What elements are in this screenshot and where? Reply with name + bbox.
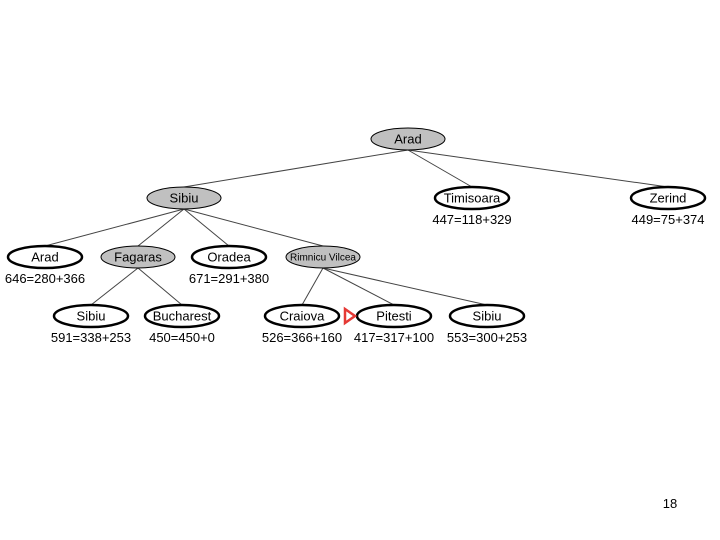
node-ellipse (263, 303, 341, 329)
node-sibiu2: Sibiu (52, 303, 130, 329)
node-arad2: Arad (6, 244, 84, 270)
node-label: Oradea (207, 250, 251, 265)
node-label: Arad (394, 132, 421, 147)
node-fagaras: Fagaras (100, 245, 176, 269)
node-ellipse (190, 244, 268, 270)
node-cost-pitesti: 417=317+100 (354, 330, 434, 345)
selection-arrow-icon (343, 306, 358, 326)
node-cost-craiova: 526=366+160 (262, 330, 342, 345)
node-cost-timisoara: 447=118+329 (432, 212, 511, 227)
node-label: Sibiu (473, 309, 502, 324)
node-label: Zerind (650, 191, 687, 206)
node-rimnicu: Rimnicu Vilcea (285, 245, 361, 269)
node-ellipse (433, 185, 511, 211)
edge-arad_root-sibiu (183, 149, 409, 188)
node-arad_root: Arad (370, 127, 446, 151)
tree-edges (44, 149, 669, 306)
edge-sibiu-oradea (183, 208, 230, 247)
node-label: Timisoara (444, 191, 501, 206)
node-craiova: Craiova (263, 303, 341, 329)
node-oradea: Oradea (190, 244, 268, 270)
node-cost-zerind: 449=75+374 (631, 212, 704, 227)
node-cost-sibiu2: 591=338+253 (51, 330, 131, 345)
node-label: Pitesti (376, 309, 412, 324)
node-ellipse (629, 185, 707, 211)
node-cost-sibiu3: 553=300+253 (447, 330, 527, 345)
edge-sibiu-arad2 (44, 208, 185, 247)
edge-sibiu-fagaras (137, 208, 185, 247)
node-cost-arad2: 646=280+366 (5, 271, 85, 286)
edge-arad_root-timisoara (407, 149, 473, 188)
node-pitesti: Pitesti (355, 303, 433, 329)
node-sibiu3: Sibiu (448, 303, 526, 329)
node-zerind: Zerind (629, 185, 707, 211)
node-ellipse (6, 244, 84, 270)
node-label: Rimnicu Vilcea (290, 253, 356, 264)
node-ellipse (143, 303, 221, 329)
node-ellipse (52, 303, 130, 329)
node-ellipse (146, 186, 222, 210)
node-ellipse (448, 303, 526, 329)
node-ellipse (100, 245, 176, 269)
edge-rimnicu-pitesti (322, 267, 395, 306)
edge-arad_root-zerind (407, 149, 669, 188)
node-sibiu: Sibiu (146, 186, 222, 210)
tree-markers (343, 306, 358, 326)
node-bucharest: Bucharest (143, 303, 221, 329)
edge-sibiu-rimnicu (183, 208, 324, 247)
edge-fagaras-sibiu2 (90, 267, 139, 306)
node-ellipse (370, 127, 446, 151)
node-cost-bucharest: 450=450+0 (149, 330, 215, 345)
node-label: Arad (31, 250, 58, 265)
node-cost-oradea: 671=291+380 (189, 271, 269, 286)
node-label: Sibiu (170, 191, 199, 206)
node-label: Bucharest (153, 309, 212, 324)
edge-rimnicu-craiova (301, 267, 324, 306)
node-label: Fagaras (114, 250, 162, 265)
node-label: Sibiu (77, 309, 106, 324)
node-label: Craiova (280, 309, 326, 324)
tree-cost-labels: 447=118+329 449=75+374 646=280+366 671=291+… (5, 212, 705, 345)
page-number: 18 (662, 496, 678, 511)
edge-rimnicu-sibiu3 (322, 267, 488, 306)
node-timisoara: Timisoara (433, 185, 511, 211)
edge-fagaras-bucharest (137, 267, 183, 306)
node-ellipse (285, 245, 361, 269)
